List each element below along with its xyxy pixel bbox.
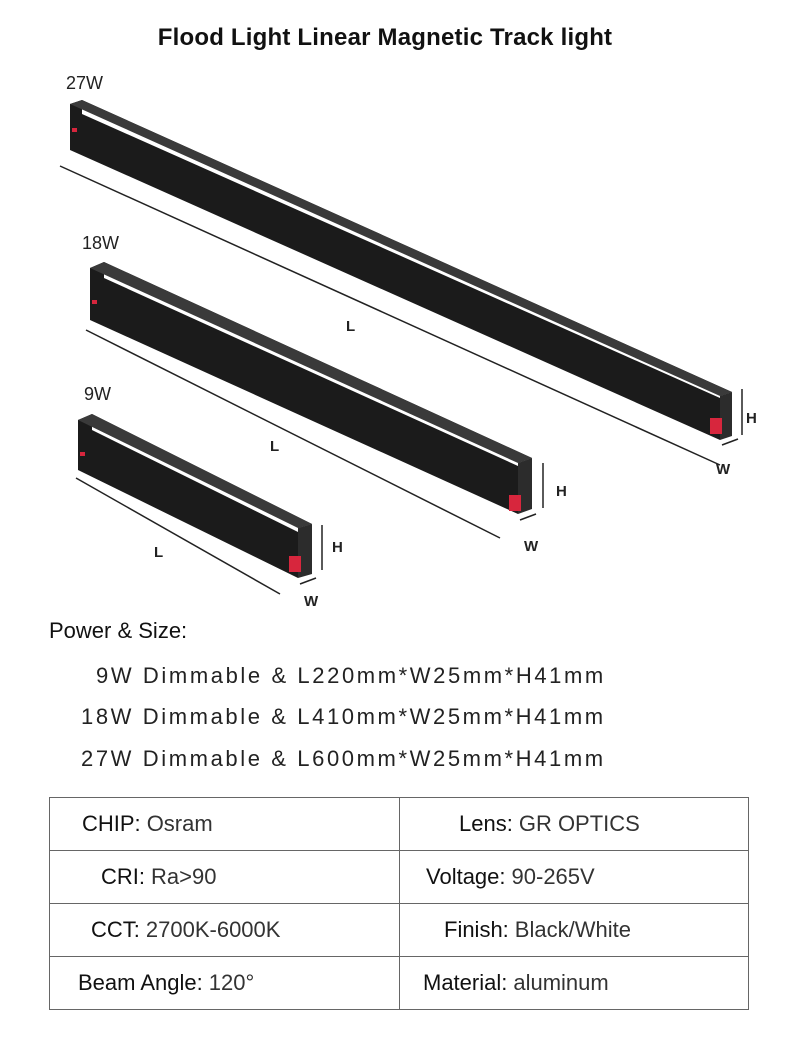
spec-key: Voltage: [426,864,506,889]
spec-key: Lens: [459,811,513,836]
end-marker [92,300,97,304]
spec-table: CHIP: Osram Lens: GR OPTICS CRI: Ra>90 V… [49,797,749,1010]
power-size-line-9w: 9W Dimmable & L220mm*W25mm*H41mm [96,663,606,688]
spec-row: Beam Angle: 120° Material: aluminum [49,956,749,1010]
spec-key: Beam Angle: [78,970,203,995]
spec-value: aluminum [513,970,609,995]
dim-line-length [85,329,501,539]
power-label-18w: 18W [82,233,119,253]
power-label-9w: 9W [84,384,111,404]
dim-label-height: H [556,483,567,500]
spec-value: 2700K-6000K [145,917,281,942]
dim-label-height: H [746,410,757,427]
fixture-9w: 9W L W H [75,384,343,610]
spec-key: CCT: [91,917,140,942]
spec-key: CRI: [101,864,145,889]
spec-row: CHIP: Osram Lens: GR OPTICS [49,797,749,851]
dim-line-width [299,577,317,585]
power-size-heading: Power & Size: [49,618,188,643]
spec-value: GR OPTICS [518,811,640,836]
dim-label-height: H [332,539,343,556]
fixture-body [78,414,312,578]
spec-cell-cct: CCT: 2700K-6000K [49,903,400,957]
dim-label-length: L [346,318,355,335]
spec-cell-finish: Finish: Black/White [399,903,749,957]
spec-value: Ra>90 [151,864,217,889]
fixture-top-edge [70,100,732,396]
end-marker [72,128,77,132]
end-marker [80,452,85,456]
dim-label-width: W [304,593,319,610]
spec-value: Osram [146,811,213,836]
dim-line-length [75,477,281,595]
dim-label-width: W [716,461,731,478]
spec-value: 120° [208,970,255,995]
page-title: Flood Light Linear Magnetic Track light [157,24,613,51]
fixture-top-edge [78,414,312,528]
spec-cell-chip: CHIP: Osram [49,797,400,851]
fixture-18w: 18W L W H [82,233,567,555]
spec-value: Black/White [514,917,631,942]
fixture-end-cap [720,392,732,440]
power-label-27w: 27W [66,73,103,93]
spec-cell-lens: Lens: GR OPTICS [399,797,749,851]
connector [289,556,301,572]
spec-cell-material: Material: aluminum [399,956,749,1010]
dim-line-width [519,513,537,521]
dim-label-length: L [270,438,279,455]
spec-row: CRI: Ra>90 Voltage: 90-265V [49,850,749,904]
dim-line-width [721,438,739,446]
dim-line-length [59,165,721,466]
fixture-end-cap [518,458,532,514]
power-size-line-18w: 18W Dimmable & L410mm*W25mm*H41mm [81,704,606,729]
spec-cell-cri: CRI: Ra>90 [49,850,400,904]
product-illustrations: 27W L W H 18W L W H 9W L W H [59,73,757,610]
fixture-body [70,100,732,440]
connector [509,495,521,511]
dim-label-width: W [524,538,539,555]
fixture-27w: 27W L W H [59,73,757,478]
spec-key: Material: [423,970,508,995]
spec-row: CCT: 2700K-6000K Finish: Black/White [49,903,749,957]
spec-key: CHIP: [82,811,141,836]
spec-cell-voltage: Voltage: 90-265V [399,850,749,904]
spec-cell-beam-angle: Beam Angle: 120° [49,956,400,1010]
dim-label-length: L [154,544,163,561]
connector [710,418,722,434]
fixture-top-edge [90,262,532,463]
fixture-body [90,262,532,514]
fixture-end-cap [298,524,312,578]
spec-value: 90-265V [511,864,595,889]
spec-key: Finish: [444,917,509,942]
power-size-line-27w: 27W Dimmable & L600mm*W25mm*H41mm [81,746,606,771]
